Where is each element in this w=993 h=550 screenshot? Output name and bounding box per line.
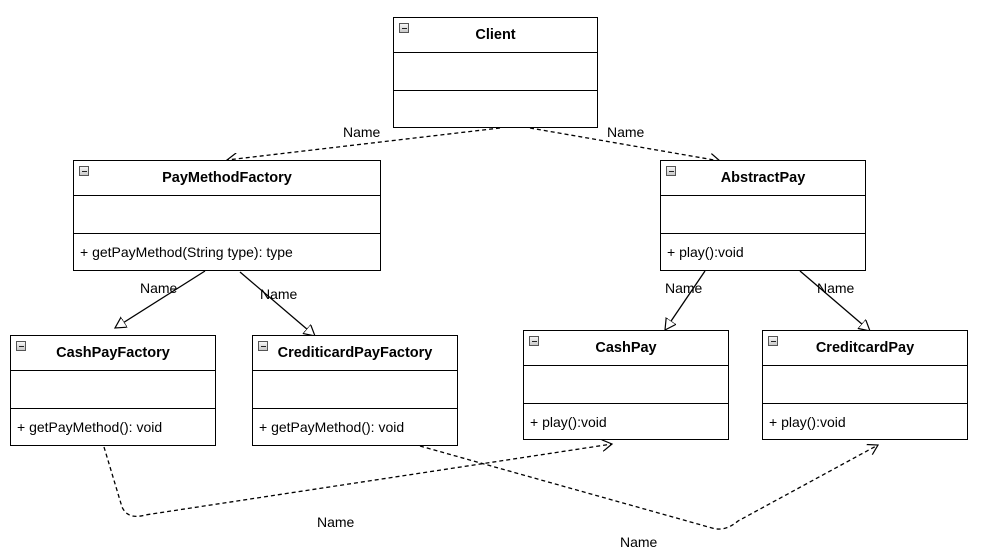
edge-label-abstract-credit: Name — [817, 280, 855, 296]
class-operations: + play():void — [524, 404, 728, 439]
collapse-icon[interactable] — [768, 336, 778, 346]
class-abstract-pay[interactable]: AbstractPay + play():void — [660, 160, 866, 271]
class-client[interactable]: Client — [393, 17, 598, 128]
operation: + play():void — [769, 413, 846, 430]
class-attributes — [661, 196, 865, 234]
operation: + getPayMethod(): void — [17, 419, 163, 435]
operation: + getPayMethod(String type): type — [80, 244, 293, 260]
class-attributes — [394, 53, 597, 91]
class-header: PayMethodFactory — [74, 161, 380, 196]
class-operations — [394, 91, 597, 127]
class-attributes — [524, 366, 728, 404]
class-header: Client — [394, 18, 597, 53]
operation: + play():void — [530, 413, 607, 430]
collapse-icon[interactable] — [16, 341, 26, 351]
class-attributes — [253, 371, 457, 409]
edge-factory-cash-factory — [115, 270, 206, 328]
edge-credit-factory-credit — [419, 445, 878, 530]
class-header: AbstractPay — [661, 161, 865, 196]
operation: + play():void — [667, 244, 744, 260]
class-creditcard-pay-factory[interactable]: CrediticardPayFactory + getPayMethod(): … — [252, 335, 458, 446]
class-name: CashPay — [595, 340, 657, 356]
class-header: CashPay — [524, 331, 728, 366]
class-operations: + play():void — [763, 404, 967, 439]
collapse-icon[interactable] — [399, 23, 409, 33]
class-operations: + play():void — [661, 234, 865, 270]
class-name: AbstractPay — [720, 170, 806, 186]
class-cash-pay-factory[interactable]: CashPayFactory + getPayMethod(): void — [10, 335, 216, 446]
class-name: CreditcardPay — [815, 340, 915, 356]
edge-abstract-cash — [665, 270, 706, 330]
class-attributes — [763, 366, 967, 404]
edge-label-client-factory: Name — [343, 124, 381, 140]
edge-factory-credit-factory — [239, 271, 315, 336]
class-header: CashPayFactory — [11, 336, 215, 371]
edge-label-factory-cash-factory: Name — [140, 280, 178, 296]
class-name: CashPayFactory — [56, 345, 170, 361]
class-header: CrediticardPayFactory — [253, 336, 457, 371]
class-operations: + getPayMethod(): void — [11, 409, 215, 445]
edge-abstract-credit — [799, 270, 870, 331]
class-attributes — [11, 371, 215, 409]
edge-label-abstract-cash: Name — [665, 280, 703, 296]
operation: + getPayMethod(): void — [259, 419, 405, 435]
class-header: CreditcardPay — [763, 331, 967, 366]
collapse-icon[interactable] — [529, 336, 539, 346]
class-cash-pay[interactable]: CashPay + play():void — [523, 330, 729, 440]
class-operations: + getPayMethod(String type): type — [74, 234, 380, 270]
edge-label-factory-credit-factory: Name — [260, 286, 298, 302]
class-creditcard-pay[interactable]: CreditcardPay + play():void — [762, 330, 968, 440]
edge-label-client-abstract: Name — [607, 124, 645, 140]
edge-cash-factory-cash — [103, 444, 612, 518]
edge-label-credit-factory-credit: Name — [620, 534, 658, 550]
class-attributes — [74, 196, 380, 234]
edge-client-factory — [227, 127, 501, 160]
collapse-icon[interactable] — [258, 341, 268, 351]
class-name: CrediticardPayFactory — [277, 345, 433, 361]
class-name: PayMethodFactory — [162, 170, 292, 186]
collapse-icon[interactable] — [79, 166, 89, 176]
class-operations: + getPayMethod(): void — [253, 409, 457, 445]
edge-label-cash-factory-cash: Name — [317, 514, 355, 530]
class-pay-method-factory[interactable]: PayMethodFactory + getPayMethod(String t… — [73, 160, 381, 271]
collapse-icon[interactable] — [666, 166, 676, 176]
class-name: Client — [475, 27, 516, 43]
